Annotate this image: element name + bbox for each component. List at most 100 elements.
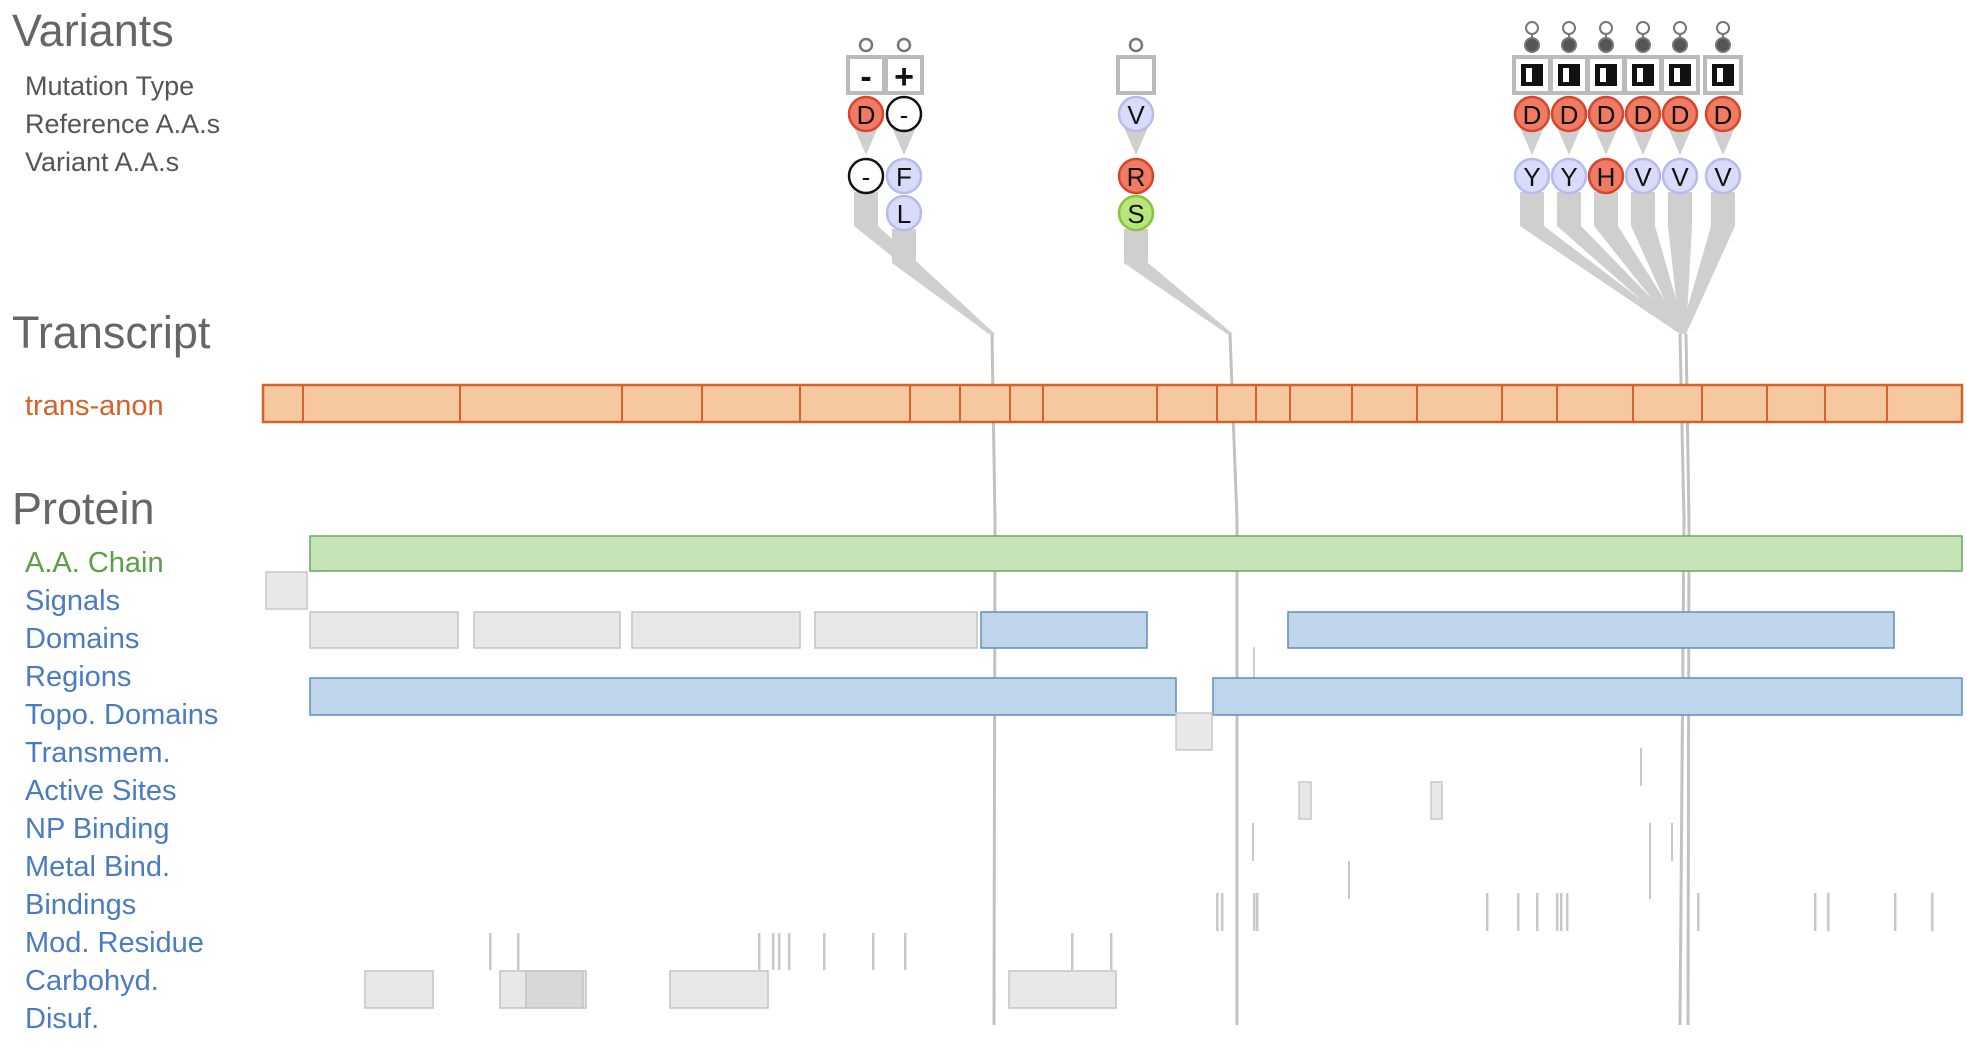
carbohydrate-mark[interactable] <box>772 933 775 970</box>
carbohydrate-mark[interactable] <box>788 933 791 970</box>
track-label-metal-bind[interactable]: Metal Bind. <box>25 851 171 883</box>
carbohydrate-mark[interactable] <box>758 933 761 970</box>
track-label-carbohyd[interactable]: Carbohyd. <box>25 965 159 997</box>
count-knob <box>1635 37 1651 53</box>
mod-residue-mark[interactable] <box>1827 893 1830 931</box>
np-binding-feature[interactable] <box>1298 781 1312 820</box>
disulfide-feature[interactable] <box>1008 970 1117 1009</box>
track-label-active-sites[interactable]: Active Sites <box>25 775 177 807</box>
variant-1[interactable]: -D- <box>846 37 995 334</box>
reference-aa-circle[interactable] <box>1117 95 1155 133</box>
carbohydrate-mark[interactable] <box>1071 933 1074 970</box>
variant-2[interactable]: +-FL <box>884 37 995 334</box>
variant-4[interactable]: DY <box>1512 21 1686 334</box>
variant-aa-circle[interactable] <box>885 194 923 232</box>
variant-aa-circle[interactable] <box>1624 157 1662 195</box>
domain-feature[interactable] <box>473 611 621 649</box>
mod-residue-mark[interactable] <box>1931 893 1934 931</box>
track-label-mod-residue[interactable]: Mod. Residue <box>25 927 204 959</box>
mod-residue-mark[interactable] <box>1253 893 1256 931</box>
reference-aa-circle[interactable] <box>1513 95 1551 133</box>
metal-binding-mark[interactable] <box>1252 823 1254 861</box>
domain-feature[interactable] <box>1287 611 1895 649</box>
transcript-bar[interactable] <box>261 383 1964 424</box>
carbohydrate-mark[interactable] <box>489 933 492 970</box>
variant-9[interactable]: DV <box>1680 21 1743 334</box>
variant-aa-circle[interactable] <box>885 157 923 195</box>
count-knob <box>1562 21 1576 35</box>
variant-aa-circle[interactable] <box>1550 157 1588 195</box>
track-label-bindings[interactable]: Bindings <box>25 889 137 921</box>
domain-feature[interactable] <box>631 611 801 649</box>
mod-residue-mark[interactable] <box>1221 893 1224 931</box>
carbohydrate-mark[interactable] <box>904 933 907 970</box>
region-feature[interactable] <box>1253 647 1255 683</box>
variant-8[interactable]: DV <box>1660 21 1700 334</box>
reference-aa-circle[interactable] <box>1550 95 1588 133</box>
reference-aa-circle[interactable] <box>885 95 923 133</box>
variant-aa-circle[interactable] <box>1513 157 1551 195</box>
reference-aa-circle[interactable] <box>1624 95 1662 133</box>
carbohydrate-mark[interactable] <box>823 933 826 970</box>
variant-aa-circle[interactable] <box>1587 157 1625 195</box>
reference-aa-circle[interactable] <box>847 95 885 133</box>
mod-residue-mark[interactable] <box>1536 893 1539 931</box>
mod-residue-mark[interactable] <box>1256 893 1259 931</box>
mod-residue-mark[interactable] <box>1517 893 1520 931</box>
domain-feature[interactable] <box>309 611 459 649</box>
reference-aa-circle[interactable] <box>1704 95 1742 133</box>
variant-aa-circle[interactable] <box>1117 157 1155 195</box>
mod-residue-mark[interactable] <box>1697 893 1700 931</box>
reference-aa-label: D <box>1634 100 1653 130</box>
reference-aa-label: D <box>1671 100 1690 130</box>
variant-3[interactable]: VRS <box>1116 37 1233 334</box>
mod-residue-mark[interactable] <box>1216 893 1219 931</box>
transcript-label[interactable]: trans-anon <box>25 390 164 422</box>
track-label-transmem[interactable]: Transmem. <box>25 737 171 769</box>
variant-6[interactable]: DH <box>1586 21 1686 334</box>
variant-aa-label: F <box>896 162 912 192</box>
variant-5[interactable]: DY <box>1549 21 1686 334</box>
variant-aa-circle[interactable] <box>1117 194 1155 232</box>
carbohydrate-mark[interactable] <box>872 933 875 970</box>
mod-residue-mark[interactable] <box>1486 893 1489 931</box>
track-label-disuf[interactable]: Disuf. <box>25 1003 100 1035</box>
mod-residue-mark[interactable] <box>1560 893 1563 931</box>
variant-aa-circle[interactable] <box>1661 157 1699 195</box>
disulfide-feature[interactable] <box>364 970 434 1009</box>
track-label-topo-domains[interactable]: Topo. Domains <box>25 699 219 731</box>
topo-domain-feature[interactable] <box>1212 677 1963 716</box>
mod-residue-mark[interactable] <box>1566 893 1569 931</box>
variant-aa-circle[interactable] <box>1704 157 1742 195</box>
np-binding-feature[interactable] <box>1430 781 1443 820</box>
mod-residue-mark[interactable] <box>1814 893 1817 931</box>
binding-mark[interactable] <box>1348 861 1350 899</box>
mod-residue-mark[interactable] <box>1894 893 1897 931</box>
transmembrane-feature[interactable] <box>1175 712 1213 751</box>
carbohydrate-mark[interactable] <box>1110 933 1113 970</box>
active-site-mark[interactable] <box>1640 748 1642 786</box>
reference-aa-circle[interactable] <box>1661 95 1699 133</box>
reference-aa-circle[interactable] <box>1587 95 1625 133</box>
track-label-aa-chain[interactable]: A.A. Chain <box>25 547 164 579</box>
binding-mark[interactable] <box>1649 861 1651 899</box>
variant-aa-circle[interactable] <box>847 157 885 195</box>
carbohydrate-mark[interactable] <box>517 933 520 970</box>
metal-binding-mark[interactable] <box>1671 823 1673 861</box>
mod-residue-mark[interactable] <box>1556 893 1559 931</box>
aa-chain-bar[interactable] <box>309 535 1963 572</box>
variant-7[interactable]: DV <box>1623 21 1686 334</box>
disulfide-feature[interactable] <box>525 970 584 1009</box>
signal-feature[interactable] <box>265 571 308 610</box>
track-label-np-binding[interactable]: NP Binding <box>25 813 170 845</box>
mutation-type-box <box>1116 55 1156 95</box>
track-label-regions[interactable]: Regions <box>25 661 132 693</box>
carbohydrate-mark[interactable] <box>778 933 781 970</box>
topo-domain-feature[interactable] <box>309 677 1177 716</box>
disulfide-feature[interactable] <box>669 970 769 1009</box>
metal-binding-mark[interactable] <box>1649 823 1651 861</box>
track-label-domains[interactable]: Domains <box>25 623 140 655</box>
domain-feature[interactable] <box>980 611 1148 649</box>
domain-feature[interactable] <box>814 611 978 649</box>
track-label-signals[interactable]: Signals <box>25 585 121 617</box>
